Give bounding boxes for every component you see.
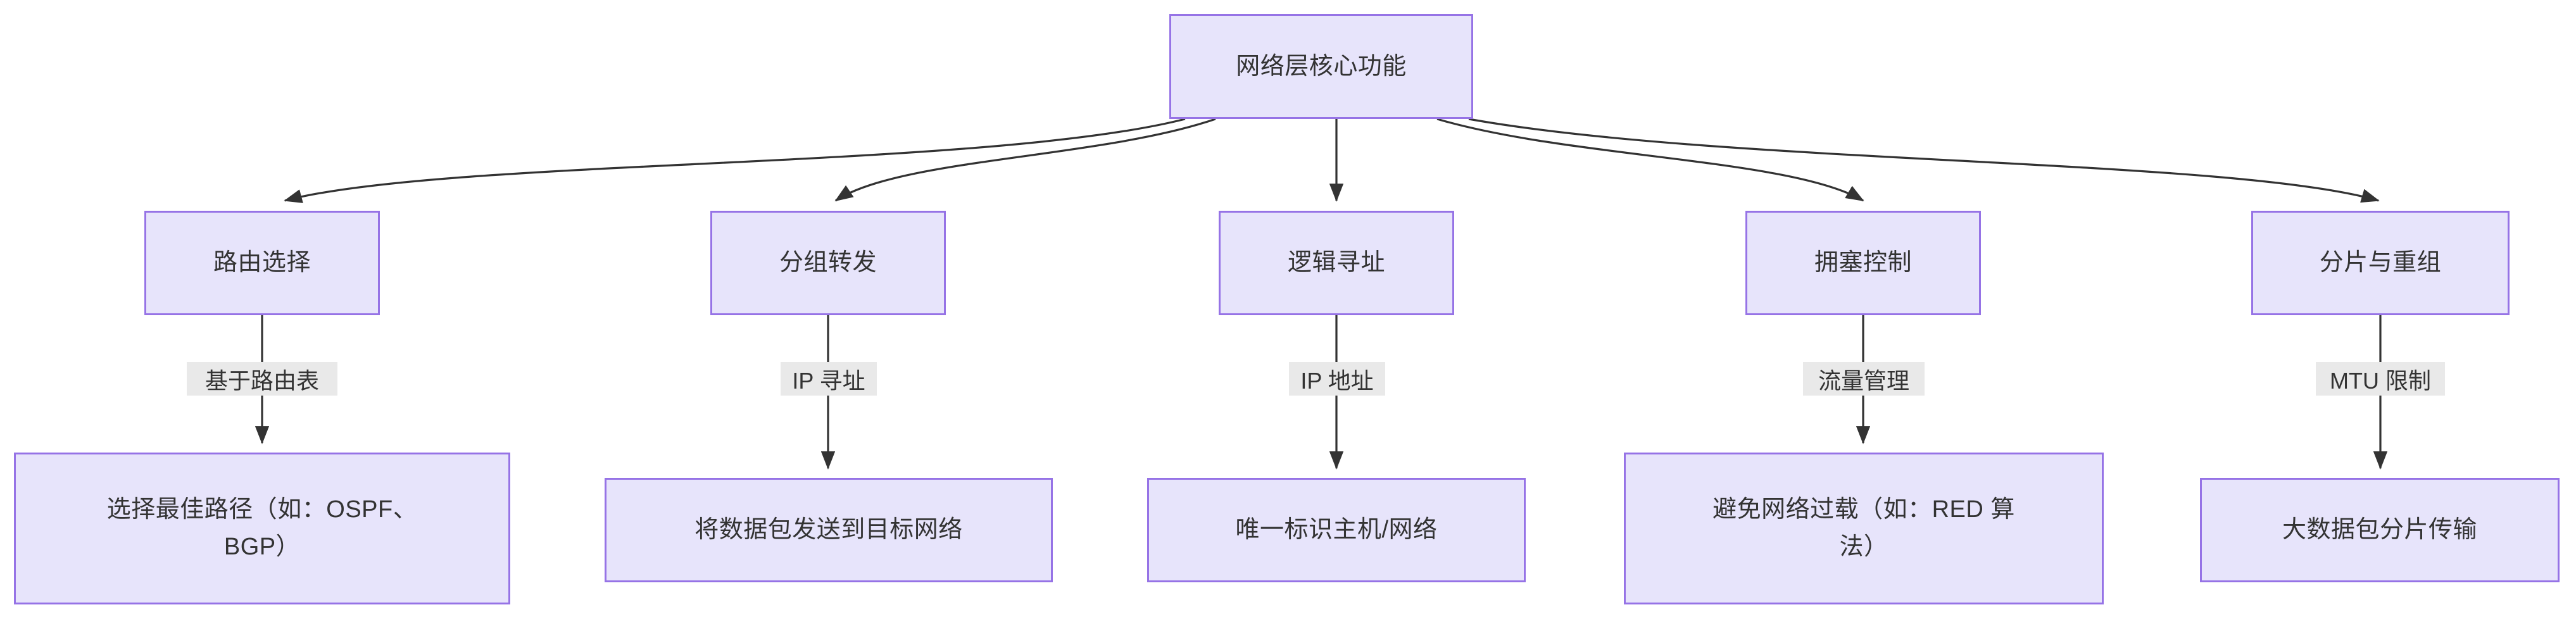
edge-label-branch-forwarding: IP 寻址	[781, 362, 877, 396]
edge-root-to-branch-fragmentation	[1468, 118, 2380, 203]
node-branch-fragmentation[interactable]: 分片与重组	[2251, 211, 2510, 315]
node-branch-forwarding-label: 分组转发	[779, 249, 877, 277]
node-branch-routing-label: 路由选择	[213, 249, 311, 277]
node-leaf-congestion-label: 避免网络过载（如：RED 算 法）	[1712, 496, 2015, 560]
edge-root-to-branch-congestion	[1436, 118, 1864, 202]
edge-label-branch-addressing: IP 地址	[1289, 362, 1385, 396]
node-branch-addressing[interactable]: 逻辑寻址	[1219, 211, 1454, 315]
node-branch-addressing-label: 逻辑寻址	[1287, 249, 1385, 277]
node-root[interactable]: 网络层核心功能	[1169, 14, 1473, 119]
node-leaf-forwarding[interactable]: 将数据包发送到目标网络	[605, 478, 1053, 582]
node-leaf-addressing-label: 唯一标识主机/网络	[1235, 516, 1438, 544]
node-branch-forwarding[interactable]: 分组转发	[710, 211, 946, 315]
node-branch-congestion[interactable]: 拥塞控制	[1745, 211, 1981, 315]
node-branch-fragmentation-label: 分片与重组	[2319, 249, 2442, 277]
node-leaf-addressing[interactable]: 唯一标识主机/网络	[1147, 478, 1526, 582]
node-leaf-routing[interactable]: 选择最佳路径（如：OSPF、 BGP）	[14, 453, 510, 604]
node-leaf-fragmentation-label: 大数据包分片传输	[2282, 516, 2477, 544]
node-leaf-forwarding-label: 将数据包发送到目标网络	[694, 516, 963, 544]
node-branch-congestion-label: 拥塞控制	[1814, 249, 1912, 277]
edge-label-branch-fragmentation: MTU 限制	[2316, 362, 2445, 396]
edge-label-branch-congestion: 流量管理	[1803, 362, 1925, 396]
edge-label-branch-routing: 基于路由表	[187, 362, 337, 396]
node-leaf-congestion[interactable]: 避免网络过载（如：RED 算 法）	[1624, 453, 2104, 604]
node-root-label: 网络层核心功能	[1236, 53, 1407, 80]
node-branch-routing[interactable]: 路由选择	[144, 211, 380, 315]
node-leaf-routing-label: 选择最佳路径（如：OSPF、 BGP）	[106, 496, 418, 560]
edge-root-to-branch-forwarding	[834, 118, 1216, 202]
node-leaf-fragmentation[interactable]: 大数据包分片传输	[2200, 478, 2560, 582]
edge-root-to-branch-routing	[284, 118, 1186, 203]
